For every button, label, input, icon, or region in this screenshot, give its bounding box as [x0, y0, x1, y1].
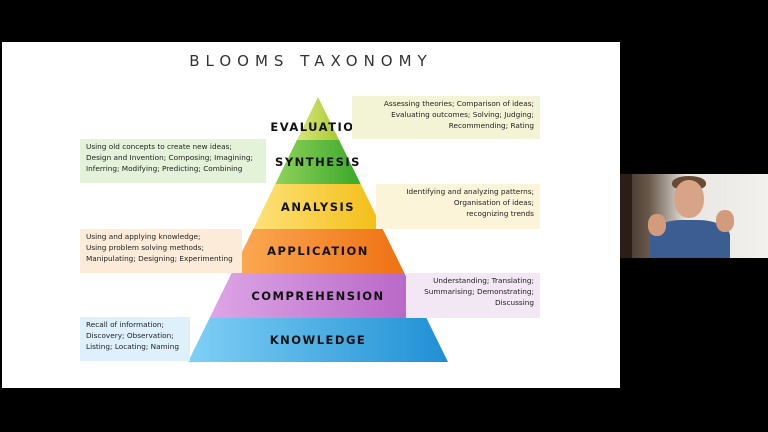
- tier-description-knowledge: Recall of information; Discovery; Observa…: [80, 317, 190, 361]
- tier-label-knowledge: KNOWLEDGE: [269, 333, 367, 347]
- pyramid-tier-synthesis: [275, 140, 361, 184]
- tier-label-application: APPLICATION: [267, 244, 369, 258]
- description-line: recognizing trends: [466, 209, 534, 218]
- description-line: Identifying and analyzing patterns;: [406, 187, 534, 196]
- tier-description-comprehension: Understanding; Translating; Summarising; …: [406, 273, 540, 318]
- description-line: Summarising; Demonstrating;: [424, 287, 534, 296]
- tier-description-application: Using and applying knowledge; Using probl…: [80, 229, 242, 273]
- description-line: Organisation of ideas;: [453, 198, 534, 207]
- description-line: Understanding; Translating;: [433, 276, 534, 285]
- pyramid-tier-comprehension: [209, 273, 427, 318]
- tier-label-comprehension: COMPREHENSION: [251, 288, 385, 303]
- description-line: Recall of information;: [86, 320, 165, 329]
- presenter-face: [674, 180, 704, 218]
- presenter-hand: [716, 210, 734, 232]
- description-line: Inferring; Modifying; Predicting; Combin…: [86, 164, 243, 173]
- tier-label-evaluation: EVALUATION: [270, 119, 366, 134]
- description-line: Using and applying knowledge;: [86, 232, 201, 241]
- description-line: Using old concepts to create new ideas;: [86, 142, 232, 151]
- tier-description-synthesis: Using old concepts to create new ideas; D…: [80, 139, 266, 183]
- pyramid-tier-knowledge: [188, 318, 448, 362]
- description-line: Using problem solving methods;: [86, 243, 204, 252]
- pyramid-tier-analysis: [253, 184, 383, 229]
- description-line: Listing; Locating; Naming: [86, 342, 179, 351]
- description-line: Discovery; Observation;: [86, 331, 174, 340]
- description-line: Manipulating; Designing; Experimenting: [86, 254, 233, 263]
- tier-label-synthesis: SYNTHESIS: [275, 155, 361, 169]
- description-line: Evaluating outcomes; Solving; Judging;: [391, 110, 534, 119]
- tier-description-analysis: Identifying and analyzing patterns; Organ…: [376, 184, 540, 229]
- description-line: Recommending; Rating: [448, 121, 534, 130]
- pyramid-tier-application: [231, 229, 405, 273]
- tier-label-analysis: ANALYSIS: [280, 199, 356, 214]
- presentation-slide: BLOOMS TAXONOMY EVALUATION SYNTHESIS ANALY…: [2, 42, 620, 388]
- pyramid-tier-evaluation: [296, 97, 340, 140]
- webcam-video-feed: [620, 174, 768, 258]
- tier-description-evaluation: Assessing theories; Comparison of ideas;…: [352, 96, 540, 139]
- presenter-hand: [648, 214, 666, 236]
- slide-title: BLOOMS TAXONOMY: [189, 52, 433, 70]
- description-line: Assessing theories; Comparison of ideas;: [383, 99, 534, 108]
- pyramid-diagram: [188, 97, 448, 362]
- description-line: Discussing: [495, 298, 534, 307]
- description-line: Design and Invention; Composing; Imagini…: [86, 153, 253, 162]
